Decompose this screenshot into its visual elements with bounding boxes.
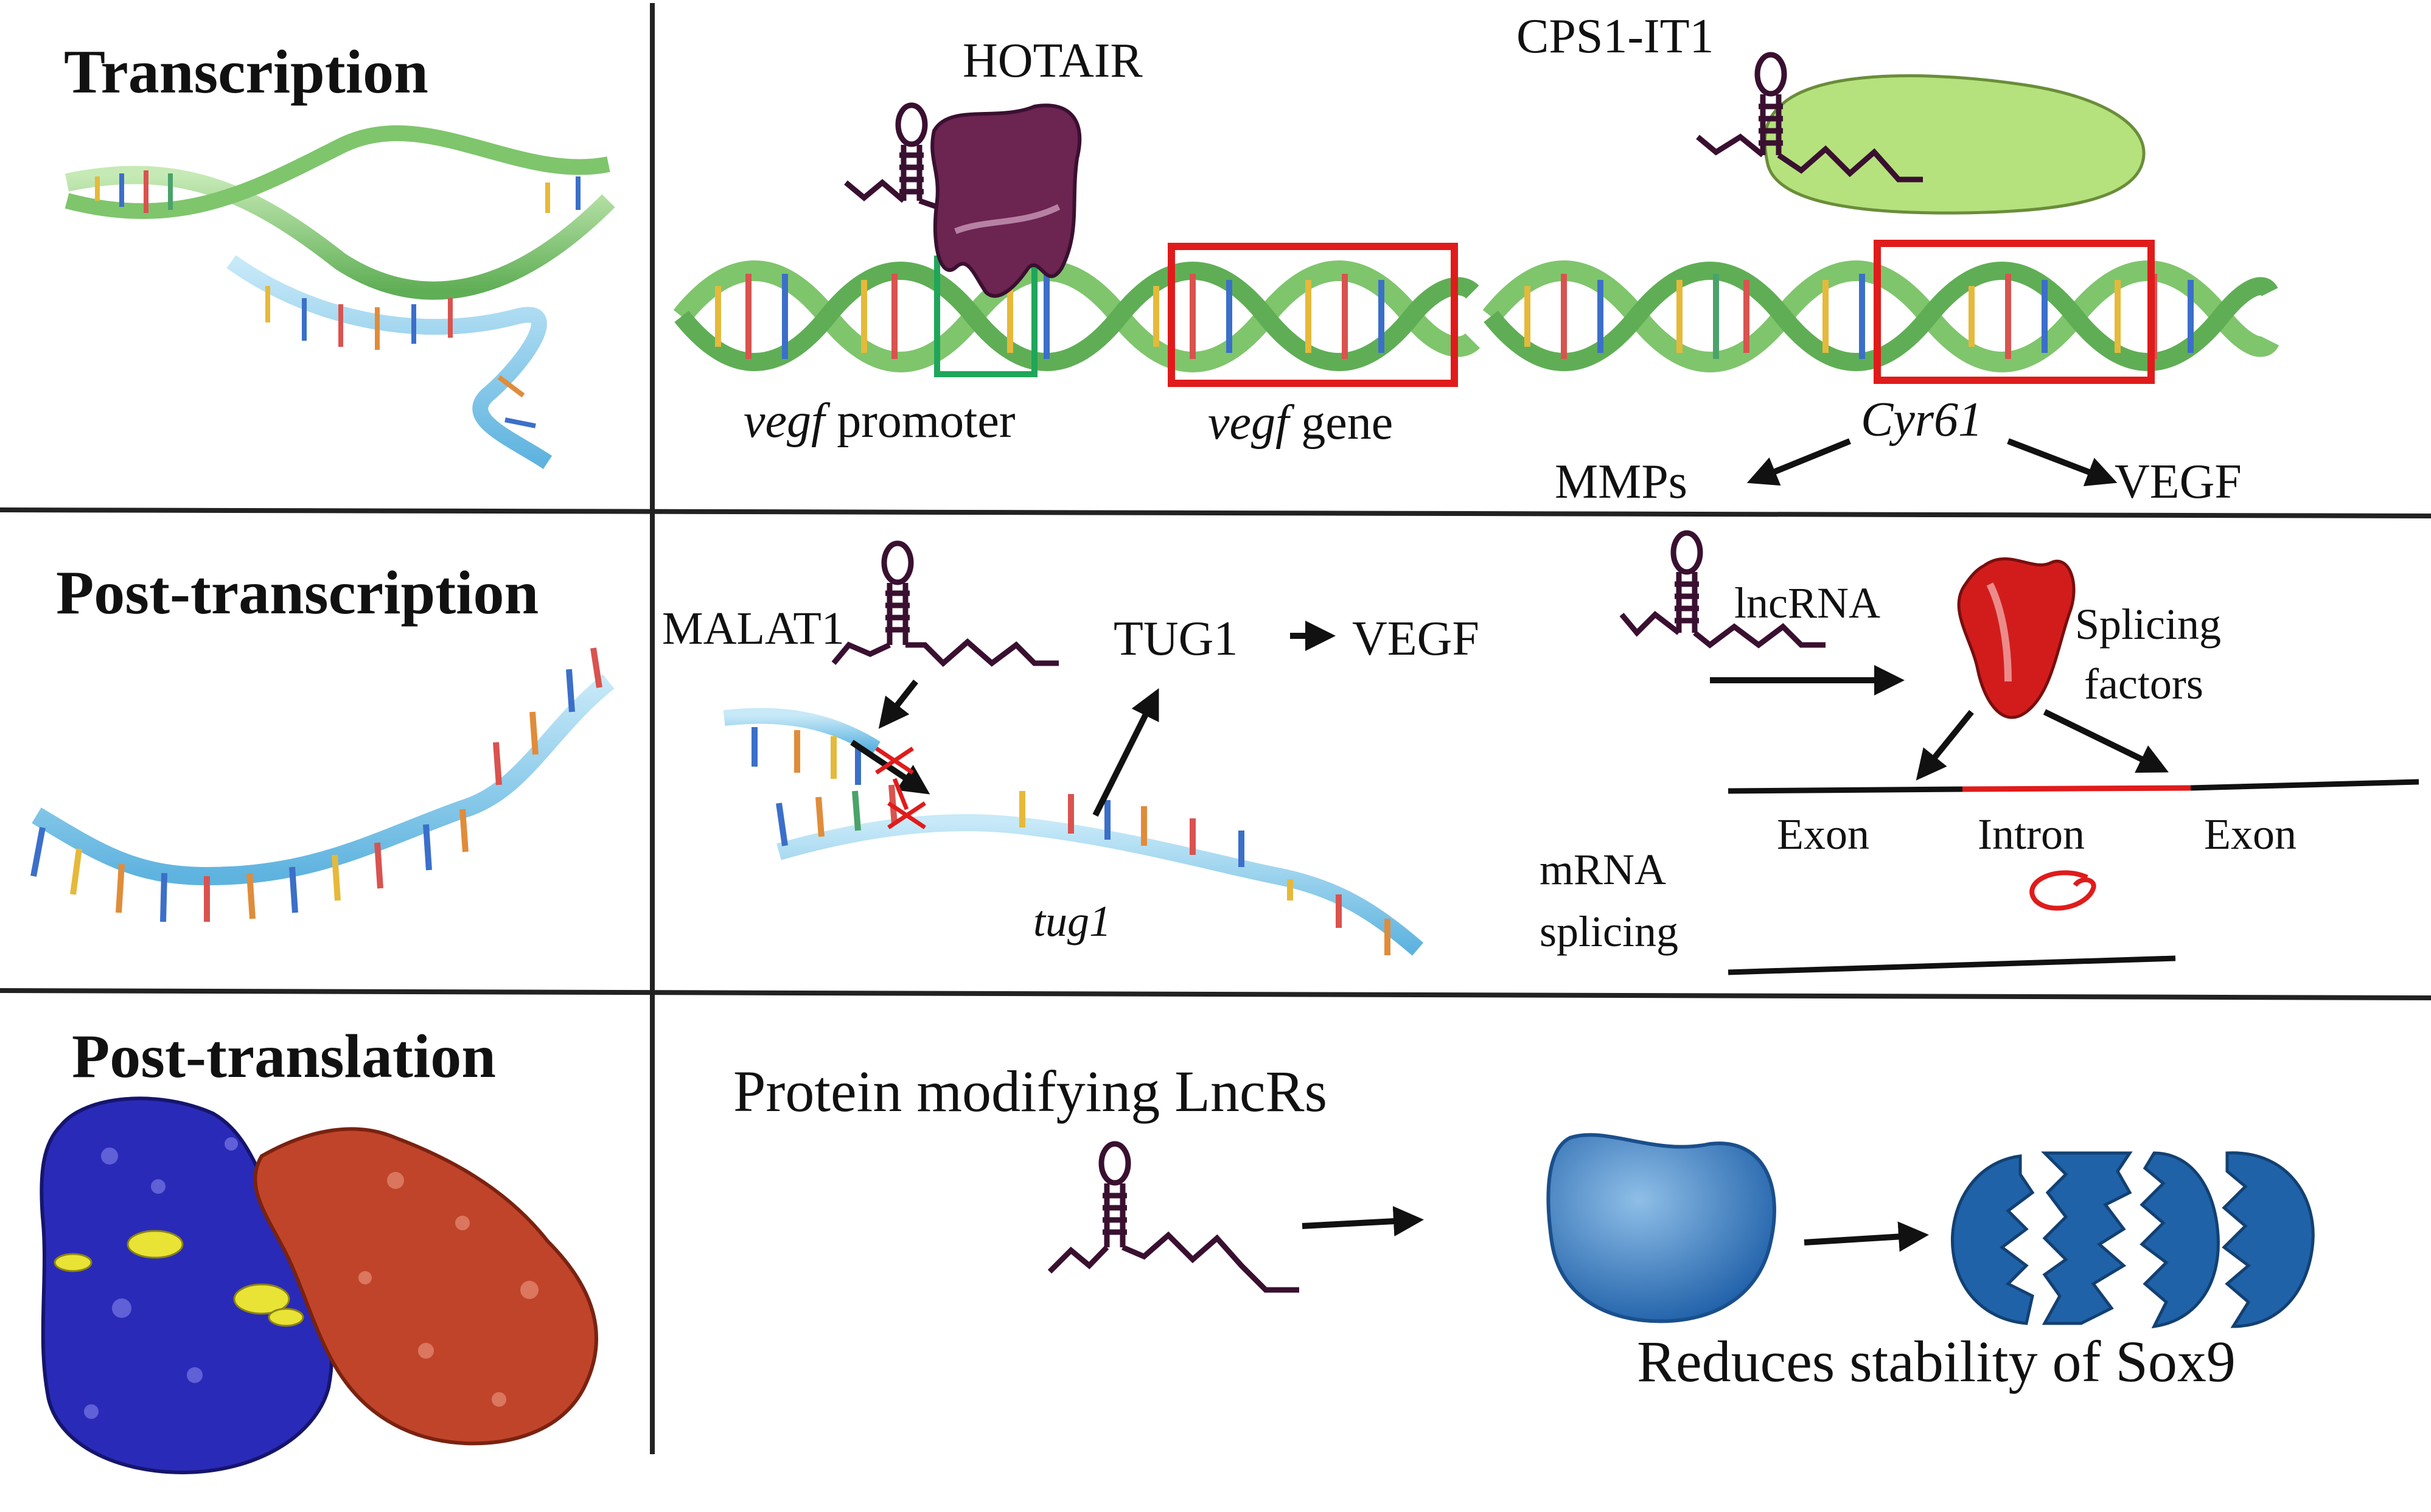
sox9-protein-intact xyxy=(1546,1133,1776,1323)
exon-right-label: Exon xyxy=(2204,810,2297,859)
splicing-factor-protein xyxy=(1957,557,2076,719)
vegf-gene-label: vegf gene xyxy=(1208,399,1393,447)
splicing-factor-arrows xyxy=(1916,709,2169,781)
malat1-label: MALAT1 xyxy=(662,603,845,654)
tug1-gene-label: tug1 xyxy=(1033,899,1111,943)
tug1-label: TUG1 xyxy=(1114,612,1238,666)
vegf-gene-text: gene xyxy=(1301,396,1393,450)
cyr61-italic: Cyr61 xyxy=(1861,393,1983,447)
sox9-degraded-fragments xyxy=(1951,1151,2315,1329)
grid-lines xyxy=(0,3,2431,1454)
mmps-label: MMPs xyxy=(1555,455,1687,509)
hotair-protein xyxy=(930,103,1082,298)
sox9-degradation-arrow xyxy=(1804,1221,1929,1252)
lncrna-icon xyxy=(1619,530,1826,649)
malat1-rna-fragment xyxy=(723,708,881,785)
pre-mrna-exon-left xyxy=(1728,786,1963,794)
pre-mrna-intron xyxy=(1962,785,2191,792)
tug1-rna-strand xyxy=(776,784,1424,956)
cyr61-label: Cyr61 xyxy=(1861,395,1983,444)
vegf-promoter-italic: vegf xyxy=(744,394,825,448)
vegf-target-label: VEGF xyxy=(2115,455,2242,509)
cps1-it1-lncrna-icon xyxy=(1696,52,1923,183)
heading-post-transcription: Post-transcription xyxy=(56,559,539,627)
post-transcription-rna-illustration xyxy=(30,647,615,922)
row-divider-2 xyxy=(0,988,2431,1000)
splicing-factors-line2: factors xyxy=(2084,660,2203,708)
row-divider-1 xyxy=(0,507,2431,518)
cyr61-highlight-box xyxy=(1874,240,2155,384)
mrna-splicing-line2: splicing xyxy=(1540,907,1678,956)
cps1-it1-label: CPS1-IT1 xyxy=(1516,10,1714,63)
intron-lariat xyxy=(2029,870,2096,911)
tug1-gene-italic: tug1 xyxy=(1033,897,1112,946)
hotair-lncrna-icon xyxy=(844,102,938,210)
vegf-promoter-text: promoter xyxy=(837,394,1016,448)
vegf-gene-highlight-box xyxy=(1168,243,1458,387)
vegf-promoter-label: vegf promoter xyxy=(744,397,1016,445)
spliced-mrna-line xyxy=(1728,955,2176,975)
cps1-it1-protein xyxy=(1763,74,2146,215)
lncrna-label: lncRNA xyxy=(1734,579,1880,627)
exon-left-label: Exon xyxy=(1777,810,1869,859)
pre-mrna-exon-right xyxy=(2190,779,2419,791)
hotair-label: HOTAIR xyxy=(963,34,1143,88)
vegf-gene-italic: vegf xyxy=(1208,396,1289,450)
inhibition-cross-marks xyxy=(875,747,926,829)
mrna-splicing-line1: mRNA xyxy=(1540,845,1667,894)
splicing-factors-line1: Splicing xyxy=(2075,600,2222,649)
cyr61-arrows xyxy=(1746,438,2118,487)
transcription-dna-illustration xyxy=(65,125,615,469)
malat1-lncrna-icon xyxy=(831,540,1059,667)
malat1-arrows xyxy=(850,621,1336,817)
heading-transcription: Transcription xyxy=(64,38,428,106)
lncrna-to-sox9-arrow xyxy=(1302,1206,1424,1237)
protein-modifying-title: Protein modifying LncRs xyxy=(733,1059,1327,1124)
heading-post-translation: Post-translation xyxy=(72,1022,496,1091)
vegf-dna-helix xyxy=(673,260,1481,372)
sox9-caption: Reduces stability of Sox9 xyxy=(1637,1329,2236,1394)
protein-structure-illustration xyxy=(40,1096,598,1475)
tug1-target-vegf-label: VEGF xyxy=(1352,612,1479,666)
protein-modifying-lncrna-icon xyxy=(1047,1141,1299,1293)
intron-label: Intron xyxy=(1978,810,2085,859)
